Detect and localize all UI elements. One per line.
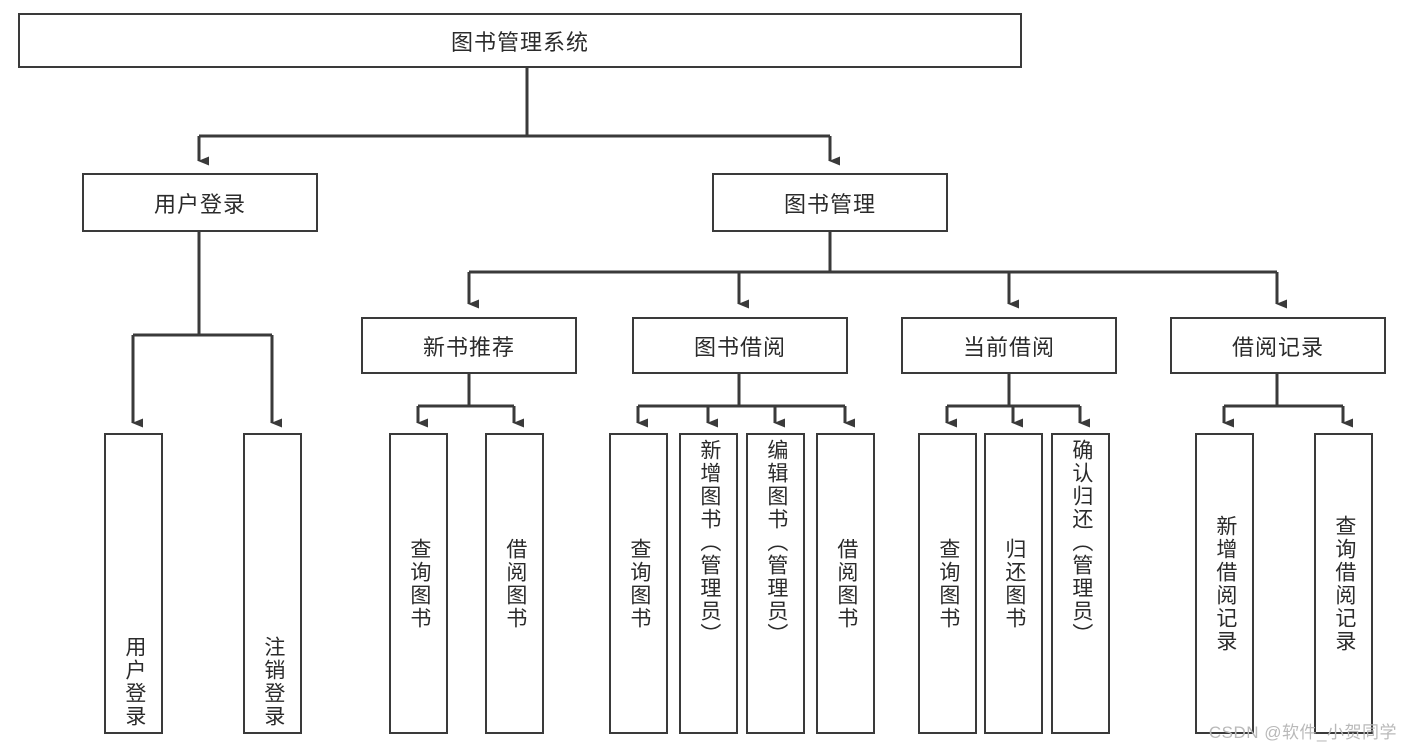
- leaf-label: 借阅图书: [834, 537, 858, 630]
- leaf-label: 查询借阅记录: [1332, 514, 1356, 653]
- node-book-borrow-label: 图书借阅: [693, 334, 786, 360]
- leaf-book-borrow-edit[interactable]: 编辑图书（管理员）: [746, 433, 805, 734]
- node-book-management[interactable]: 图书管理: [712, 173, 948, 232]
- leaf-user-login-login[interactable]: 用户登录: [104, 433, 163, 734]
- leaf-label: 用户登录: [122, 636, 146, 728]
- node-user-login[interactable]: 用户登录: [82, 173, 318, 232]
- node-current-borrow-label: 当前借阅: [962, 334, 1055, 360]
- watermark: CSDN @软件_小贺同学: [1208, 723, 1397, 742]
- node-new-book-recommend-label: 新书推荐: [422, 334, 515, 360]
- leaf-borrow-record-query[interactable]: 查询借阅记录: [1314, 433, 1373, 734]
- edges-borrowrecord-to-leaves: [1222, 374, 1353, 428]
- node-borrow-record[interactable]: 借阅记录: [1170, 317, 1386, 374]
- leaf-label: 确认归还（管理员）: [1069, 439, 1093, 646]
- leaf-current-borrow-query[interactable]: 查询图书: [918, 433, 977, 734]
- leaf-new-book-borrow[interactable]: 借阅图书: [485, 433, 544, 734]
- leaf-current-borrow-confirm[interactable]: 确认归还（管理员）: [1051, 433, 1110, 734]
- edges-root-to-level2: [197, 68, 840, 166]
- node-current-borrow[interactable]: 当前借阅: [901, 317, 1117, 374]
- node-root-label: 图书管理系统: [450, 29, 589, 55]
- edges-newbook-to-leaves: [416, 374, 524, 428]
- leaf-user-login-logout[interactable]: 注销登录: [243, 433, 302, 734]
- node-root[interactable]: 图书管理系统: [18, 13, 1022, 68]
- node-book-borrow[interactable]: 图书借阅: [632, 317, 848, 374]
- leaf-label: 查询图书: [936, 537, 960, 630]
- edges-userlogin-to-leaves: [131, 232, 282, 428]
- leaf-new-book-query[interactable]: 查询图书: [389, 433, 448, 734]
- leaf-label: 借阅图书: [503, 537, 527, 630]
- node-user-login-label: 用户登录: [153, 191, 246, 217]
- leaf-label: 新增借阅记录: [1213, 514, 1237, 653]
- leaf-label: 编辑图书（管理员）: [764, 439, 788, 646]
- node-book-management-label: 图书管理: [783, 191, 876, 217]
- leaf-book-borrow-query[interactable]: 查询图书: [609, 433, 668, 734]
- node-new-book-recommend[interactable]: 新书推荐: [361, 317, 577, 374]
- leaf-current-borrow-return[interactable]: 归还图书: [984, 433, 1043, 734]
- edges-bookborrow-to-leaves: [636, 374, 855, 428]
- leaf-label: 归还图书: [1002, 537, 1026, 630]
- leaf-borrow-record-add[interactable]: 新增借阅记录: [1195, 433, 1254, 734]
- leaf-label: 新增图书（管理员）: [697, 439, 721, 646]
- node-borrow-record-label: 借阅记录: [1231, 334, 1324, 360]
- leaf-label: 查询图书: [627, 537, 651, 630]
- leaf-book-borrow-borrow[interactable]: 借阅图书: [816, 433, 875, 734]
- edges-currentborrow-to-leaves: [945, 374, 1090, 428]
- leaf-label: 查询图书: [407, 537, 431, 630]
- leaf-label: 注销登录: [261, 636, 285, 728]
- leaf-book-borrow-add[interactable]: 新增图书（管理员）: [679, 433, 738, 734]
- edges-booksmgmt-to-level3: [467, 232, 1287, 309]
